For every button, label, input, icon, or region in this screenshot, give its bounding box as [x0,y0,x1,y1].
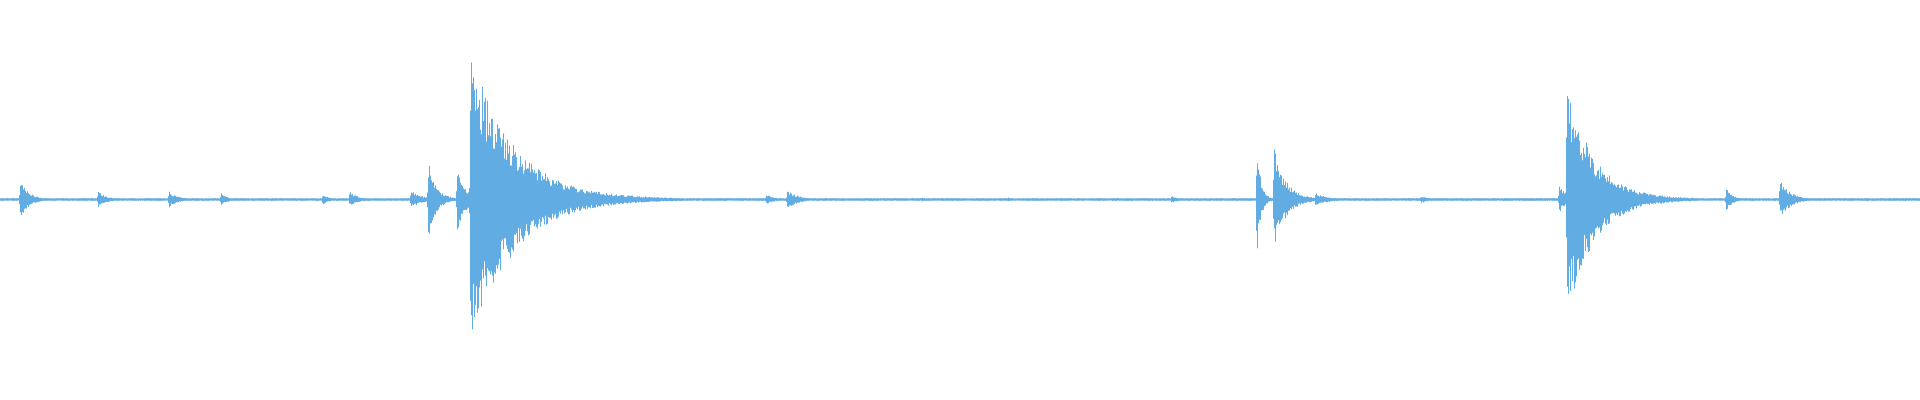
waveform-path [0,62,1920,330]
waveform-bars [0,62,1920,330]
